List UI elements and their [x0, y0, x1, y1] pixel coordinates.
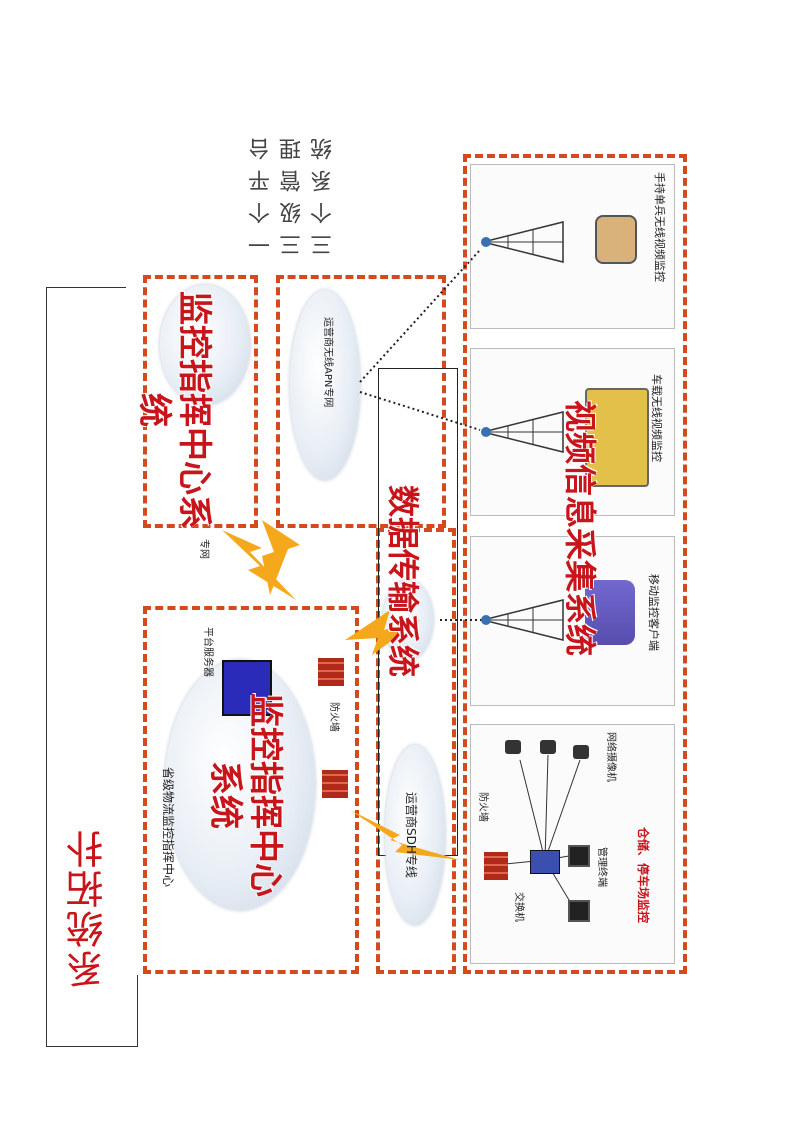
truck-icon [585, 388, 649, 487]
monitor-icon [568, 900, 590, 922]
label-warehouse: 仓储、停车场监控 [636, 827, 650, 924]
wire-2 [544, 754, 549, 861]
server-icon [222, 660, 272, 716]
lightning-bolt-4 [350, 810, 460, 860]
label-provincial-center: 省级物流监控指挥中心 [161, 767, 175, 888]
endpoint-warehouse-box [470, 724, 675, 964]
label-private-net: 专网 [198, 539, 209, 559]
label-handheld: 手持单兵无线视频监控 [653, 172, 666, 282]
dotted-link-2 [359, 391, 481, 431]
people-icon [585, 580, 635, 645]
label-mgmt-terminal: 管理终端 [596, 847, 607, 887]
section-title-collection: 视频信息采集系统 [561, 400, 599, 657]
box-center-top [143, 275, 258, 528]
firewall-icon [318, 658, 344, 686]
tower-icon [481, 411, 564, 453]
box-apn [276, 275, 446, 528]
tower-icon [481, 599, 564, 641]
lightning-bolt-2 [262, 520, 300, 595]
camera-icon [573, 745, 589, 759]
label-firewall-site: 防火墙 [477, 792, 488, 822]
camera-icon [540, 740, 556, 754]
endpoint-handheld-box [470, 164, 675, 329]
cloud-top-center [160, 285, 250, 405]
wire-1 [519, 759, 546, 861]
label-apn: 运营商无线APN专网 [322, 317, 333, 408]
label-sdh: 运营商SDH专线 [404, 792, 418, 878]
frame-line-bottom [46, 1046, 138, 1047]
dotted-link-1 [359, 249, 481, 383]
box-center-main [143, 606, 359, 974]
switch-icon [530, 850, 560, 874]
cloud-apn [290, 290, 360, 480]
label-network-camera: 网络摄像机 [605, 732, 616, 782]
section-title-center-main: 监控指挥中心系统 [205, 693, 285, 897]
endpoint-mobile-box [470, 536, 675, 706]
section-title-transmission: 数据传输系统 [384, 485, 422, 678]
frame-line-top [46, 287, 126, 288]
box-collection [463, 154, 687, 974]
frame-line-left [46, 287, 47, 1047]
lightning-bolt-1 [222, 530, 296, 600]
wire-3 [544, 759, 581, 861]
section-title-center-top: 监控指挥中心系统 [134, 291, 214, 529]
label-mobile-client: 移动监控客户端 [647, 574, 660, 651]
cloud-small-link [383, 580, 433, 660]
label-firewall-center: 防火墙 [328, 702, 339, 732]
frame-line-inner [137, 975, 138, 1047]
firewall-icon [322, 770, 348, 798]
camera-icon [505, 740, 521, 754]
handheld-device-icon [595, 215, 637, 264]
label-switch: 交换机 [513, 892, 524, 922]
lightning-bolt-3 [345, 610, 420, 655]
label-vehicle: 车载无线视频监控 [650, 374, 663, 462]
label-server: 平台服务器 [202, 627, 213, 677]
tower-icon [481, 221, 564, 263]
monitor-icon [568, 845, 590, 867]
firewall-icon [484, 852, 508, 880]
